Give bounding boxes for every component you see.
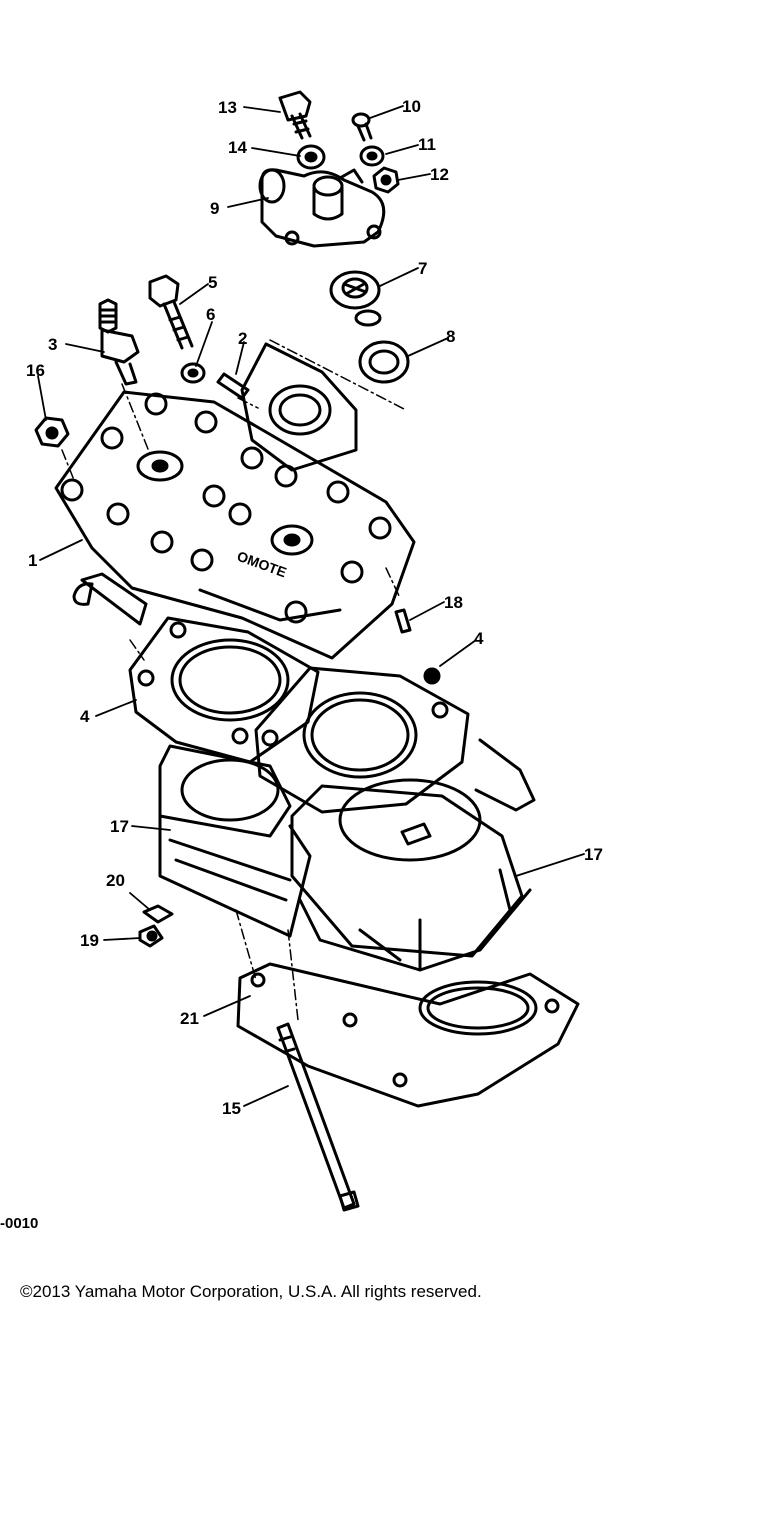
callout-3: 3 (48, 335, 57, 354)
callout-9: 9 (210, 199, 219, 218)
drain-bolt (138, 924, 164, 948)
stud-bolt (276, 1022, 360, 1212)
callout-21: 21 (180, 1009, 199, 1028)
callout-4-lower: 4 (80, 707, 90, 726)
small-washer (359, 145, 385, 167)
callout-10: 10 (402, 97, 421, 116)
callout-15: 15 (222, 1099, 241, 1118)
spark-plug (98, 298, 140, 386)
leader-lines (37, 105, 585, 1107)
callout-19: 19 (80, 931, 99, 950)
callout-1: 1 (28, 551, 37, 570)
callout-12: 12 (430, 165, 449, 184)
dowel-pin (216, 372, 250, 400)
callout-2: 2 (238, 329, 247, 348)
base-gasket (236, 962, 580, 1108)
callout-8: 8 (446, 327, 455, 346)
cylinder-head (54, 342, 416, 660)
drain-washer (142, 904, 174, 924)
copyright-notice: ©2013 Yamaha Motor Corporation, U.S.A. A… (20, 1282, 482, 1301)
plug-nut (34, 416, 70, 448)
thermostat-cover-washer (296, 144, 326, 170)
callout-labels: 1 2 3 4 4 5 6 7 8 9 10 11 12 13 14 15 16… (26, 97, 603, 1118)
alignment-lines (61, 339, 407, 1021)
callout-16: 16 (26, 361, 45, 380)
callout-20: 20 (106, 871, 125, 890)
figure-code: -0010 (0, 1215, 38, 1232)
thermostat-cover-bolt (278, 90, 312, 140)
head-bolt (148, 274, 194, 350)
callout-17-left: 17 (110, 817, 129, 836)
head-washer (180, 362, 206, 384)
thermostat (329, 270, 382, 327)
callout-14: 14 (228, 138, 247, 157)
cylinder-right (290, 738, 536, 972)
callout-5: 5 (208, 273, 217, 292)
dowel-pin-upper (394, 608, 412, 634)
callout-17-right: 17 (584, 845, 603, 864)
thermostat-cover (258, 168, 386, 248)
callout-18: 18 (444, 593, 463, 612)
callout-13: 13 (218, 98, 237, 117)
callout-11: 11 (418, 135, 436, 154)
small-bolt (351, 112, 373, 142)
thermostat-seal (358, 340, 410, 384)
callout-7: 7 (418, 259, 427, 278)
callout-6: 6 (206, 305, 215, 324)
nut (372, 166, 400, 194)
cylinder-left (158, 744, 312, 938)
callout-4-upper: 4 (474, 629, 484, 648)
